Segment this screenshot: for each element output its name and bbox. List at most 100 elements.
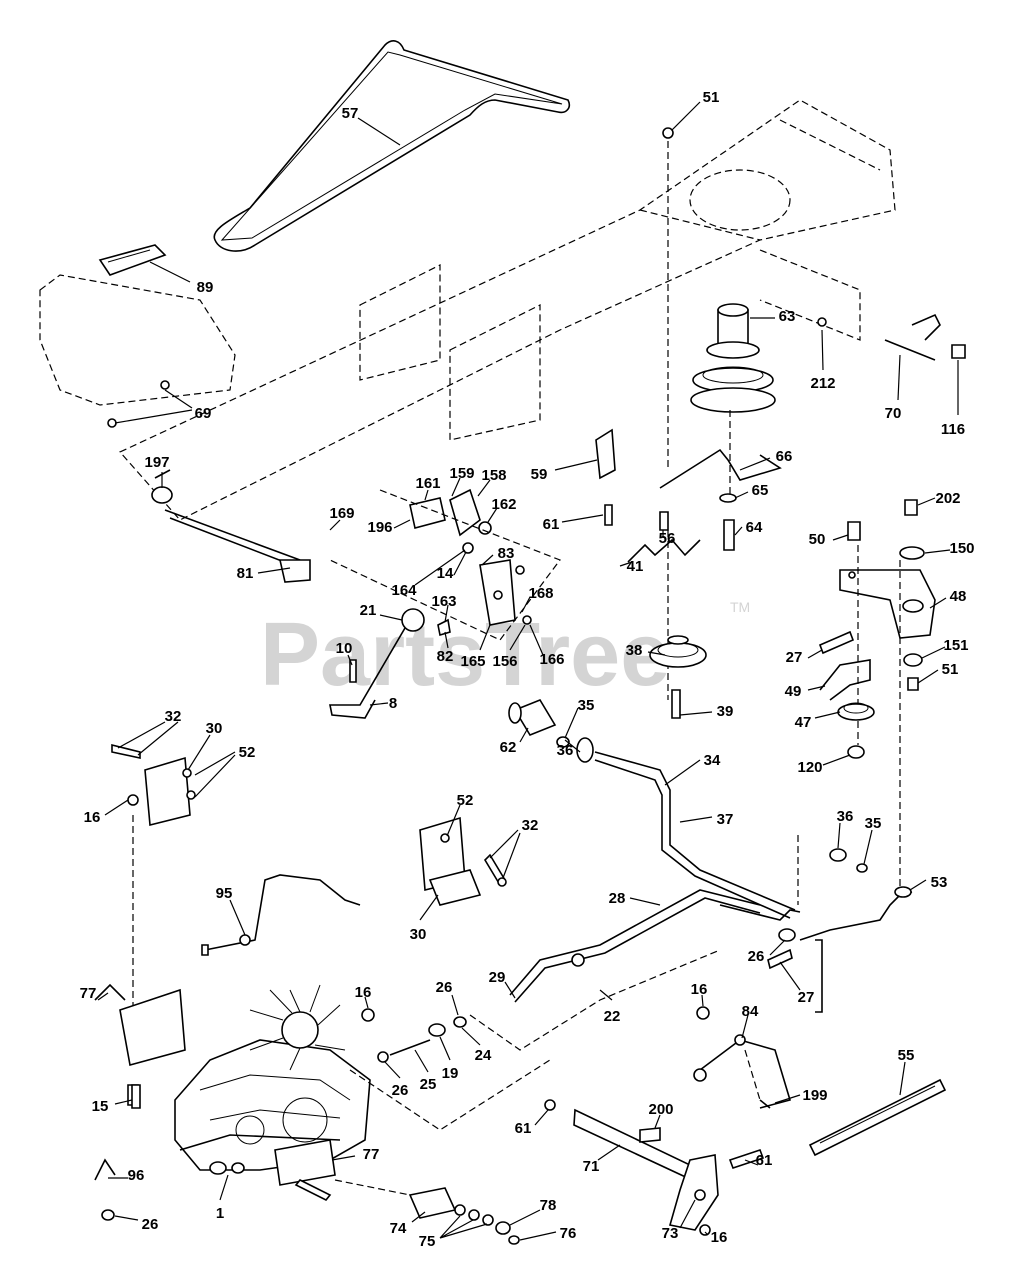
part-callout-196: 196 [367, 519, 392, 536]
leader-lines [97, 101, 959, 1241]
part-callout-197: 197 [144, 454, 169, 471]
part-callout-48: 48 [950, 588, 967, 605]
drive-belt [213, 40, 571, 252]
part-callout-116: 116 [941, 421, 965, 438]
part-callout-30: 30 [410, 926, 427, 943]
part-callout-52: 52 [239, 744, 256, 761]
part-callout-162: 162 [491, 496, 516, 513]
spring-41 [627, 538, 701, 563]
part-callout-75: 75 [419, 1233, 436, 1250]
spindle-pulley [690, 303, 776, 413]
part-callout-64: 64 [746, 519, 763, 536]
part-callout-199: 199 [802, 1087, 827, 1104]
cooling-fan [249, 984, 346, 1071]
part-callout-69: 69 [195, 405, 212, 422]
bracket-48 [839, 569, 936, 639]
part-callout-27: 27 [798, 989, 815, 1006]
part-callout-74: 74 [390, 1220, 407, 1237]
part-callout-28: 28 [609, 890, 626, 907]
part-callout-8: 8 [389, 695, 397, 712]
pulley-47 [837, 703, 875, 721]
part-callout-150: 150 [949, 540, 974, 557]
part-callout-10: 10 [336, 640, 353, 657]
part-callout-35: 35 [865, 815, 882, 832]
rod-95 [204, 874, 361, 951]
part-callout-57: 57 [342, 105, 359, 122]
part-callout-25: 25 [420, 1076, 437, 1093]
part-callout-96: 96 [128, 1167, 145, 1184]
part-callout-29: 29 [489, 969, 506, 986]
part-callout-95: 95 [216, 885, 233, 902]
link-53 [799, 891, 913, 941]
part-callout-26: 26 [392, 1082, 409, 1099]
part-callout-73: 73 [662, 1225, 679, 1242]
part-callout-78: 78 [540, 1197, 557, 1214]
part-callout-163: 163 [431, 593, 456, 610]
part-callout-15: 15 [92, 1098, 109, 1115]
part-callout-89: 89 [197, 279, 214, 296]
part-callout-61: 61 [756, 1152, 773, 1169]
part-callout-32: 32 [522, 817, 539, 834]
part-callout-165: 165 [460, 653, 485, 670]
part-callout-55: 55 [898, 1047, 915, 1064]
part-callout-61: 61 [515, 1120, 532, 1137]
bracket-30-center [419, 816, 507, 906]
part-callout-30: 30 [206, 720, 223, 737]
part-callout-65: 65 [752, 482, 769, 499]
part-callout-161: 161 [415, 475, 440, 492]
part-callout-156: 156 [492, 653, 517, 670]
part-callout-36: 36 [837, 808, 854, 825]
part-callout-62: 62 [500, 739, 517, 756]
lever-bracket [329, 488, 561, 641]
shift-knob [401, 608, 425, 632]
part-callout-14: 14 [437, 565, 454, 582]
part-callout-49: 49 [785, 683, 802, 700]
transaxle [119, 984, 371, 1175]
part-callout-16: 16 [691, 981, 708, 998]
frame [119, 99, 896, 521]
part-callout-38: 38 [626, 642, 643, 659]
part-callout-22: 22 [604, 1008, 621, 1025]
part-callout-36: 36 [557, 742, 574, 759]
part-callout-34: 34 [704, 752, 721, 769]
part-callout-166: 166 [539, 651, 564, 668]
shift-lever [329, 627, 406, 719]
part-callout-16: 16 [711, 1229, 728, 1246]
part-callout-1: 1 [216, 1205, 224, 1222]
bracket-73 [668, 1154, 719, 1231]
decal-55 [808, 1078, 947, 1157]
part-callout-32: 32 [165, 708, 182, 725]
part-callout-76: 76 [560, 1225, 577, 1242]
watermark-tm: TM [730, 599, 750, 615]
part-callout-81: 81 [237, 565, 254, 582]
part-callout-53: 53 [931, 874, 948, 891]
part-callout-26: 26 [748, 948, 765, 965]
part-callout-51: 51 [703, 89, 720, 106]
part-callout-19: 19 [442, 1065, 459, 1082]
part-callout-84: 84 [742, 1003, 759, 1020]
part-callout-24: 24 [475, 1047, 492, 1064]
part-callout-56: 56 [659, 530, 676, 547]
bracket-30-left [111, 743, 196, 1050]
part-callout-16: 16 [355, 984, 372, 1001]
part-callout-41: 41 [627, 558, 644, 575]
part-callout-21: 21 [360, 602, 377, 619]
part-callout-82: 82 [437, 648, 454, 665]
part-callout-27: 27 [786, 649, 803, 666]
part-callout-39: 39 [717, 703, 734, 720]
part-callout-169: 169 [329, 505, 354, 522]
part-callout-26: 26 [436, 979, 453, 996]
part-callout-59: 59 [531, 466, 548, 483]
part-callout-71: 71 [583, 1158, 600, 1175]
part-callout-168: 168 [528, 585, 553, 602]
part-callout-16: 16 [84, 809, 101, 826]
shift-rod [164, 509, 301, 561]
part-callout-70: 70 [885, 405, 902, 422]
part-callout-77: 77 [80, 985, 97, 1002]
link-rod-28 [509, 889, 761, 996]
part-callout-35: 35 [578, 697, 595, 714]
bracket-49 [819, 659, 871, 701]
part-callout-164: 164 [391, 582, 417, 599]
